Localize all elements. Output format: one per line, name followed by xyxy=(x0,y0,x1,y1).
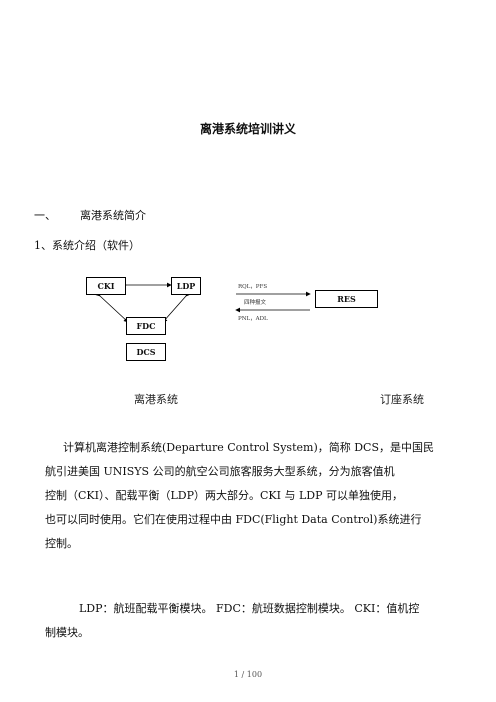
arrow-ldp-fdc xyxy=(162,291,191,323)
ldp-box: LDP xyxy=(171,277,201,295)
fdc-box: FDC xyxy=(126,317,166,335)
modules-line-1: LDP：航班配载平衡模块。 FDC：航班数据控制模块。 CKI：值机控 xyxy=(79,602,420,615)
arrow-label-top: RQL，PFS xyxy=(238,284,268,290)
paragraph-line-2: 航引进美国 UNISYS 公司的航空公司旅客服务大型系统，分为旅客值机 xyxy=(45,465,395,478)
page-title: 离港系统培训讲义 xyxy=(199,122,296,136)
page-number: 1 / 100 xyxy=(233,670,263,679)
paragraph-line-1: 计算机离港控制系统(Departure Control System)，简称 D… xyxy=(63,441,435,454)
caption-reservation-system: 订座系统 xyxy=(380,393,424,406)
paragraph-line-4: 也可以同时使用。它们在使用过程中由 FDC(Flight Data Contro… xyxy=(45,513,422,526)
cki-box: CKI xyxy=(86,277,126,295)
res-box: RES xyxy=(315,290,378,308)
arrow-cki-fdc xyxy=(95,291,129,323)
paragraph-line-3: 控制（CKI）、配载平衡（LDP）两大部分。CKI 与 LDP 可以单独使用， xyxy=(45,489,403,502)
section-heading: 离港系统简介 xyxy=(80,209,146,222)
dcs-box: DCS xyxy=(126,343,166,361)
arrow-label-bottom: PNL，ADL xyxy=(238,316,268,322)
subsection-heading: 1、系统介绍（软件） xyxy=(34,239,140,252)
arrow-label-middle: 四种报文 xyxy=(244,300,267,306)
section-number: 一、 xyxy=(34,209,56,222)
caption-departure-system: 离港系统 xyxy=(134,393,178,406)
modules-line-2: 制模块。 xyxy=(45,626,89,639)
paragraph-line-5: 控制。 xyxy=(45,537,78,550)
